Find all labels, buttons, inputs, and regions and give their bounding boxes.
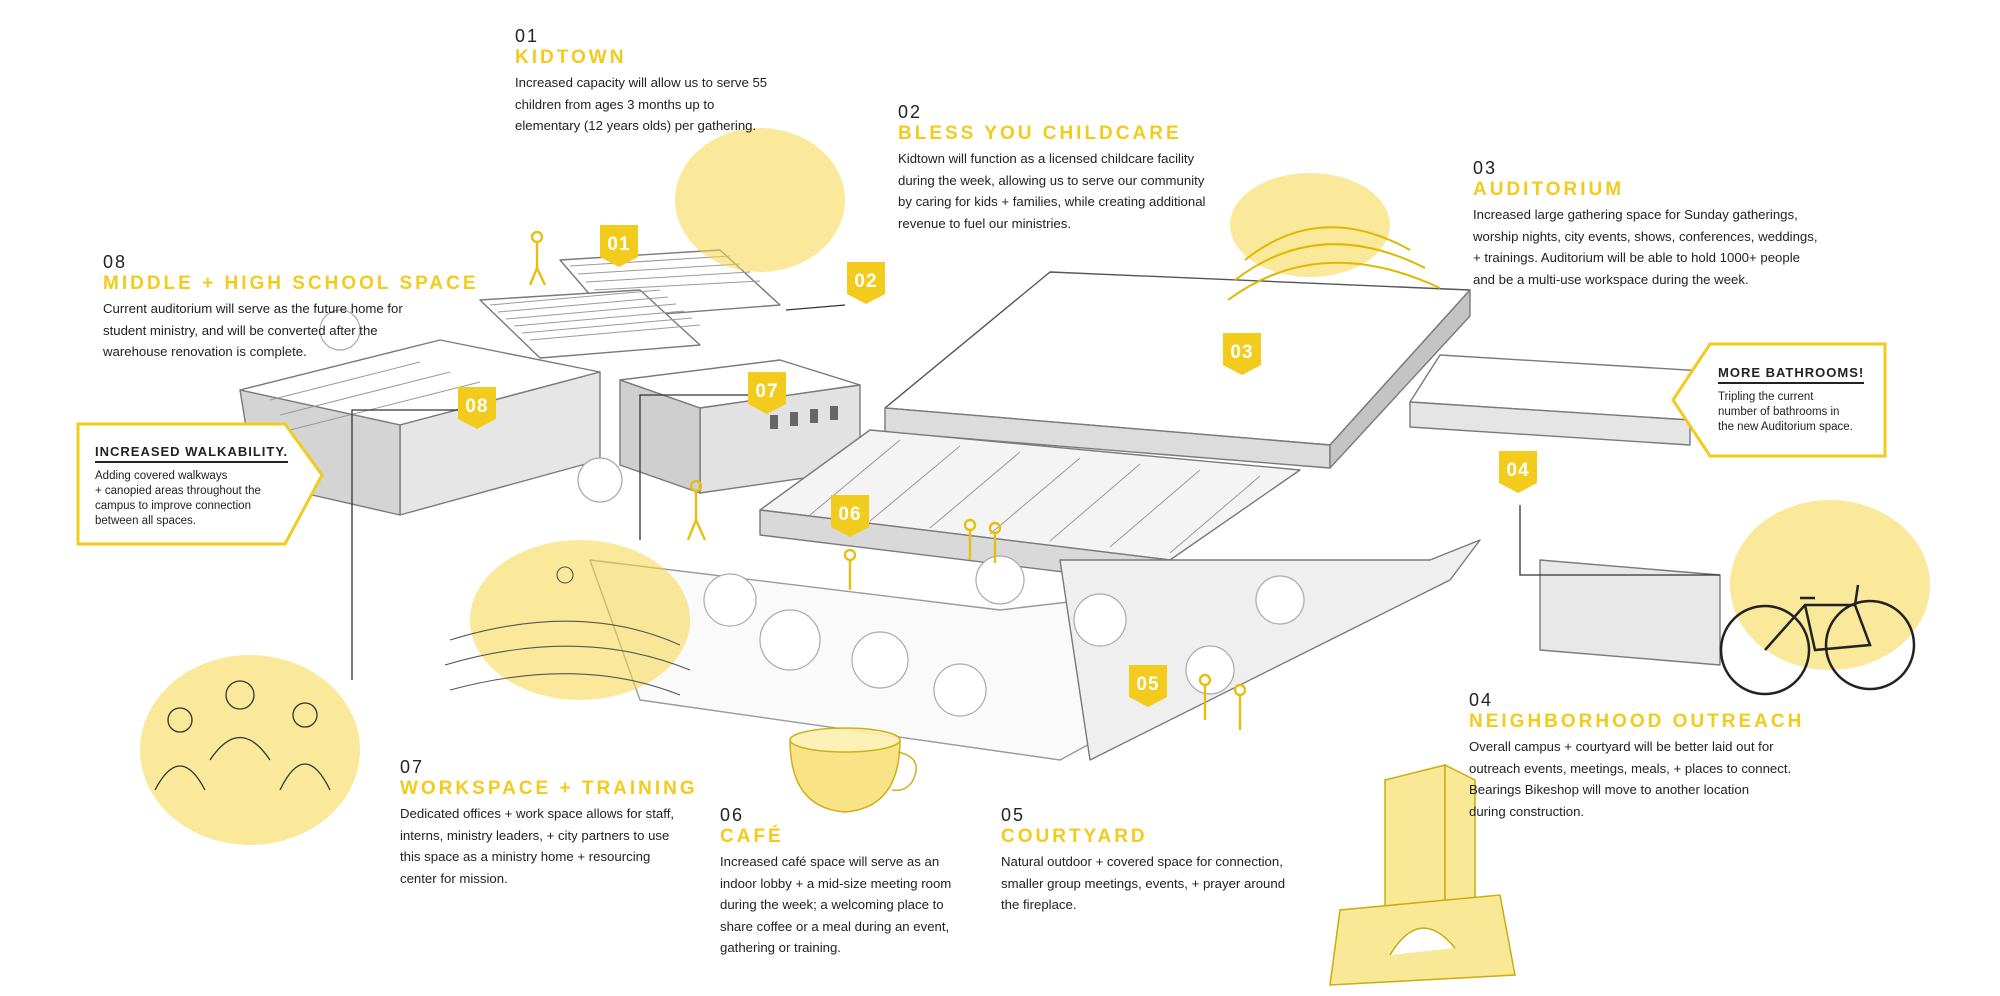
marker-07: 07 (748, 372, 786, 414)
section-line: warehouse renovation is complete. (103, 344, 307, 359)
marker-label: 07 (755, 381, 778, 402)
section-line: smaller group meetings, events, + prayer… (1001, 875, 1286, 891)
section-line: share coffee or a meal during an event, (720, 918, 950, 934)
marker-label: 05 (1136, 674, 1159, 695)
section-line: Kidtown will function as a licensed chil… (898, 151, 1195, 166)
marker-03: 03 (1223, 333, 1261, 375)
section-line: Bearings Bikeshop will move to another l… (1469, 782, 1750, 797)
section-line: during the week; a welcoming place to (720, 897, 944, 912)
callout-line: campus to improve connection (95, 500, 251, 512)
marker-label: 01 (607, 234, 630, 255)
section-number: 08 (103, 252, 128, 272)
section-number: 07 (400, 757, 425, 777)
marker-label: 08 (465, 396, 488, 417)
section-line: during the week, allowing us to serve ou… (898, 172, 1205, 188)
bathrooms-frame (1671, 342, 1887, 458)
section-line: worship nights, city events, shows, conf… (1473, 228, 1818, 244)
section-line: interns, ministry leaders, + city partne… (400, 827, 670, 843)
section-line: revenue to fuel our ministries. (898, 215, 1071, 231)
section-line: elementary (12 years olds) per gathering… (515, 118, 757, 133)
section-title: KIDTOWN (515, 47, 627, 68)
section-line: Increased capacity will allow us to serv… (515, 75, 768, 90)
marker-05: 05 (1129, 665, 1167, 707)
section-line: indoor lobby + a mid-size meeting room (720, 875, 952, 891)
section-bless-you-childcare: 02 BLESS YOU CHILDCARE Kidtown will func… (898, 102, 1228, 234)
section-workspace-training: 07 WORKSPACE + TRAINING Dedicated office… (400, 757, 710, 889)
section-number: 06 (720, 805, 745, 825)
section-line: outreach events, meetings, meals, + plac… (1469, 760, 1792, 776)
section-title: COURTYARD (1001, 826, 1148, 847)
section-number: 04 (1469, 690, 1494, 710)
marker-label: 06 (838, 504, 861, 525)
callout-title: MORE BATHROOMS! (1718, 365, 1865, 384)
callout-title: INCREASED WALKABILITY. (95, 444, 289, 463)
section-line: during construction. (1469, 803, 1585, 819)
section-line: Dedicated offices + work space allows fo… (400, 806, 675, 821)
section-line: children from ages 3 months up to (515, 96, 715, 112)
callout-line: the new Auditorium space. (1718, 421, 1853, 433)
section-line: and be a multi-use workspace during the … (1473, 271, 1749, 287)
section-line: center for mission. (400, 870, 508, 886)
section-auditorium: 03 AUDITORIUM Increased large gathering … (1473, 158, 1843, 290)
section-number: 02 (898, 102, 923, 122)
walkability-frame (76, 422, 324, 546)
callout-bathrooms: MORE BATHROOMS! Tripling the current num… (1718, 364, 1878, 435)
callout-line: Adding covered walkways (95, 470, 228, 482)
section-line: Natural outdoor + covered space for conn… (1001, 854, 1283, 869)
marker-04: 04 (1499, 451, 1537, 493)
section-line: Increased café space will serve as an (720, 854, 940, 869)
section-line: student ministry, and will be converted … (103, 322, 378, 338)
section-line: the fireplace. (1001, 897, 1077, 912)
section-neighborhood-outreach: 04 NEIGHBORHOOD OUTREACH Overall campus … (1469, 690, 1809, 822)
marker-06: 06 (831, 495, 869, 537)
section-title: BLESS YOU CHILDCARE (898, 123, 1182, 144)
marker-label: 02 (854, 271, 877, 292)
section-cafe: 06 CAFÉ Increased café space will serve … (720, 805, 990, 959)
marker-label: 03 (1230, 342, 1253, 363)
section-number: 01 (515, 26, 540, 46)
section-number: 05 (1001, 805, 1026, 825)
section-title: CAFÉ (720, 826, 784, 847)
callout-line: Tripling the current (1718, 391, 1814, 403)
section-line: gathering or training. (720, 940, 841, 955)
marker-01: 01 (600, 225, 638, 267)
marker-label: 04 (1506, 460, 1529, 481)
section-line: Current auditorium will serve as the fut… (103, 301, 403, 316)
section-middle-high-school: 08 MIDDLE + HIGH SCHOOL SPACE Current au… (103, 252, 479, 363)
section-title: NEIGHBORHOOD OUTREACH (1469, 711, 1805, 732)
callout-walkability: INCREASED WALKABILITY. Adding covered wa… (95, 443, 295, 529)
section-number: 03 (1473, 158, 1498, 178)
section-title: MIDDLE + HIGH SCHOOL SPACE (103, 273, 479, 294)
section-kidtown: 01 KIDTOWN Increased capacity will allow… (515, 26, 775, 137)
section-title: WORKSPACE + TRAINING (400, 778, 698, 799)
section-line: by caring for kids + families, while cre… (898, 194, 1206, 209)
section-courtyard: 05 COURTYARD Natural outdoor + covered s… (1001, 805, 1311, 916)
marker-08: 08 (458, 387, 496, 429)
marker-02: 02 (847, 262, 885, 304)
section-line: Overall campus + courtyard will be bette… (1469, 739, 1774, 754)
callout-line: + canopied areas throughout the (95, 485, 261, 497)
section-line: this space as a ministry home + resourci… (400, 849, 651, 864)
section-line: Increased large gathering space for Sund… (1473, 207, 1798, 222)
section-title: AUDITORIUM (1473, 179, 1625, 200)
callout-line: between all spaces. (95, 515, 197, 527)
section-line: + trainings. Auditorium will be able to … (1473, 250, 1800, 265)
callout-line: number of bathrooms in (1718, 406, 1840, 418)
